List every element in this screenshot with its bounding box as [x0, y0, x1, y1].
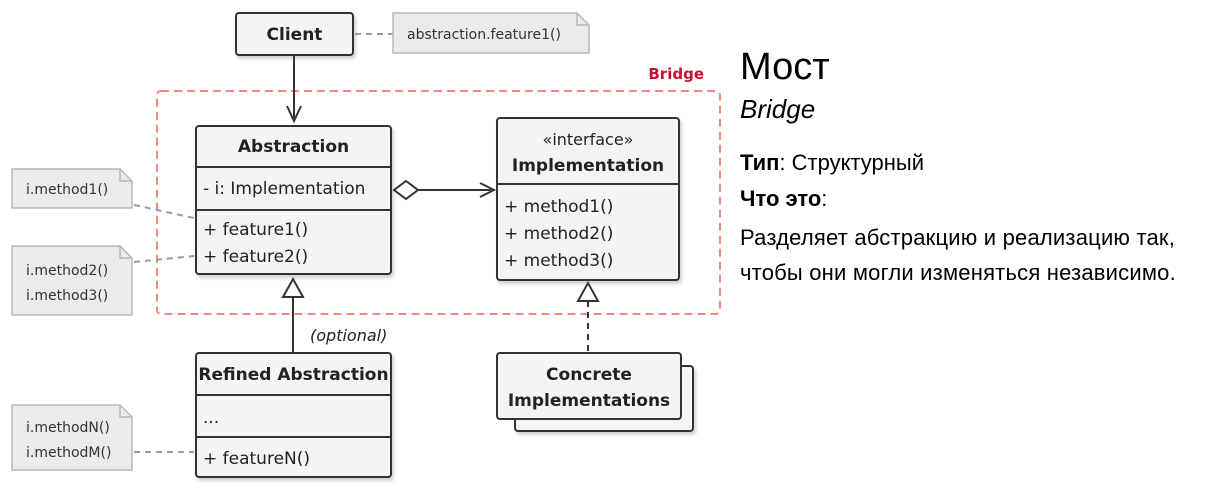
- abstraction-box: [195, 125, 392, 275]
- client-to-abstraction-arrowhead: [286, 105, 302, 124]
- implementation-method-3: + method3(): [504, 251, 613, 271]
- pattern-description: Разделяет абстракцию и реализацию так, ч…: [740, 225, 1176, 285]
- note-featureN-text-1: i.methodN(): [26, 420, 110, 436]
- note-feature2: [11, 245, 133, 316]
- note-feature1-connector: [133, 204, 195, 219]
- implementation-box: [496, 117, 680, 281]
- client-note: [392, 12, 590, 54]
- pattern-type: Тип: Структурный: [740, 146, 924, 180]
- implementation-stereotype: «interface»: [543, 130, 634, 149]
- bridge-class-diagram: Bridge Client abstraction.feature1() Abs…: [11, 12, 721, 478]
- concrete-realization-triangle: [576, 280, 600, 302]
- pattern-type-label: Тип: [740, 150, 780, 175]
- note-feature2-connector: [133, 255, 195, 263]
- concrete-implementations-line2: Implementations: [508, 391, 670, 411]
- implementation-method-2: + method2(): [504, 224, 613, 244]
- refined-inheritance-triangle: [281, 276, 305, 298]
- implementation-title: Implementation: [512, 156, 664, 176]
- abstraction-method-1: + feature1(): [203, 220, 308, 240]
- refined-abstraction-box: [195, 352, 392, 478]
- implementation-method-1: + method1(): [504, 197, 613, 217]
- note-feature1-text: i.method1(): [26, 182, 108, 198]
- abstraction-field: - i: Implementation: [203, 179, 365, 199]
- aggregation-arrowhead: [479, 182, 497, 198]
- bridge-group-border: [156, 90, 721, 315]
- note-featureN-text-2: i.methodM(): [26, 445, 111, 461]
- concrete-implementations-box: [496, 352, 694, 432]
- client-note-text: abstraction.feature1(): [407, 27, 561, 43]
- client-label: Client: [267, 25, 323, 45]
- pattern-title-ru: Мост: [740, 46, 830, 88]
- concrete-implementations-line1: Concrete: [546, 365, 632, 385]
- refined-abstraction-title: Refined Abstraction: [198, 365, 388, 385]
- pattern-type-value: : Структурный: [779, 150, 925, 175]
- refined-abstraction-field: ...: [203, 408, 219, 428]
- note-feature2-text-1: i.method2(): [26, 263, 108, 279]
- pattern-what-colon: :: [821, 186, 828, 211]
- note-feature2-text-2: i.method3(): [26, 288, 108, 304]
- note-feature1: [11, 168, 133, 209]
- abstraction-method-2: + feature2(): [203, 247, 308, 267]
- aggregation-diamond: [392, 179, 420, 201]
- optional-label: (optional): [310, 326, 387, 345]
- pattern-title-en: Bridge: [740, 94, 816, 124]
- refined-abstraction-method: + featureN(): [203, 449, 310, 469]
- pattern-what-label: Что это: [740, 186, 822, 211]
- abstraction-title: Abstraction: [238, 137, 349, 157]
- pattern-what: Что это:: [740, 182, 827, 216]
- bridge-group-label: Bridge: [648, 65, 704, 83]
- note-featureN: [11, 404, 133, 471]
